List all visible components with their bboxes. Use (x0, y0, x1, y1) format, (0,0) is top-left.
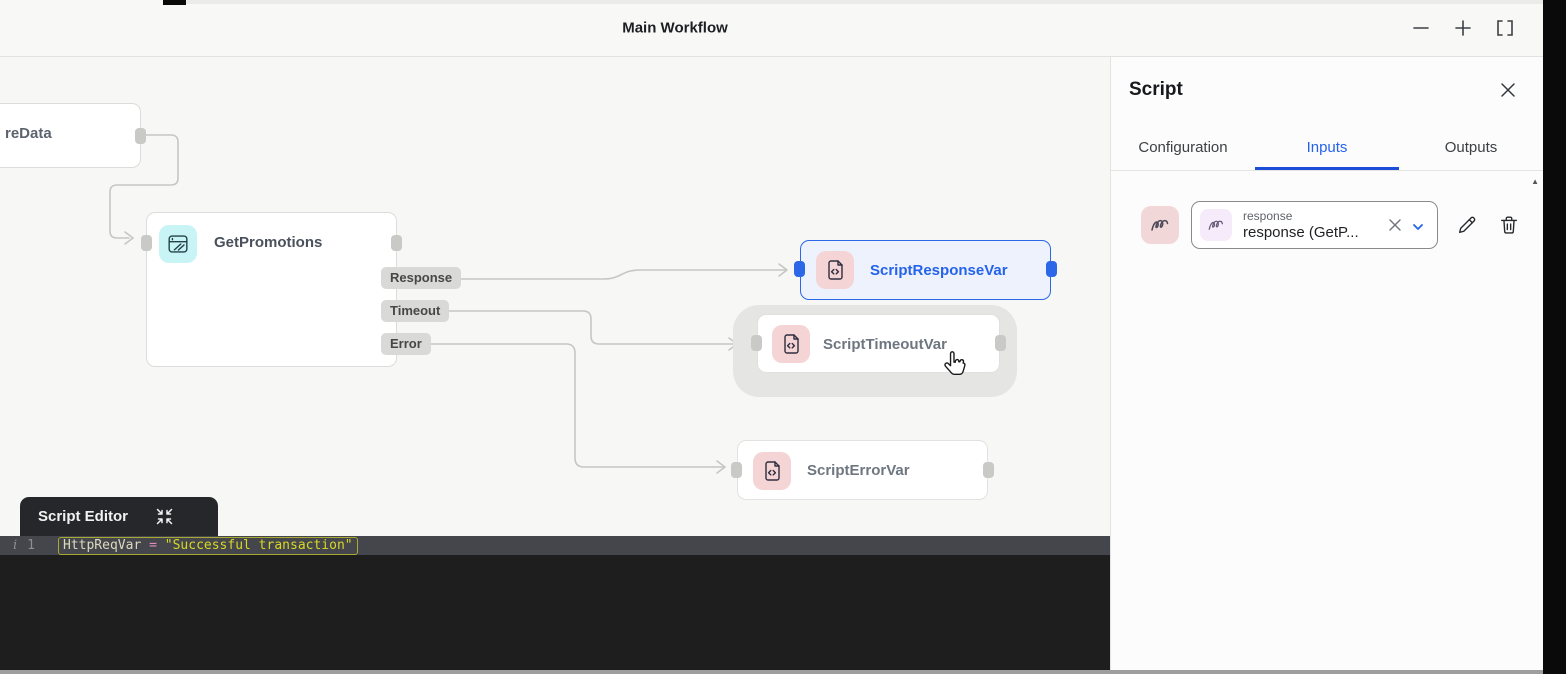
response-variable-select[interactable]: response response (GetP... (1191, 201, 1438, 249)
node-title: ScriptErrorVar (807, 462, 910, 479)
code-variable: HttpReqVar (63, 537, 142, 553)
output-pill-error[interactable]: Error (381, 333, 431, 355)
node-scripterrorvar[interactable]: ScriptErrorVar (731, 440, 994, 500)
output-pill-timeout[interactable]: Timeout (381, 300, 450, 322)
top-edge-artifact (163, 0, 186, 5)
titlebar: Main Workflow (0, 0, 1543, 57)
panel-title: Script (1129, 79, 1183, 100)
tab-inputs[interactable]: Inputs (1255, 127, 1399, 170)
code-file-icon (753, 452, 791, 490)
hand-cursor (941, 350, 967, 385)
output-port[interactable] (995, 335, 1006, 351)
clear-selection-button[interactable] (1387, 217, 1403, 233)
code-line[interactable]: i 1 HttpReqVar = "Successful transaction… (0, 536, 1110, 555)
node-title: GetPromotions (214, 234, 323, 251)
code-operator: = (141, 537, 165, 553)
input-port[interactable] (751, 335, 762, 351)
add-button[interactable] (1451, 16, 1475, 40)
close-panel-button[interactable] (1499, 81, 1517, 99)
select-field-label: response (1243, 208, 1293, 223)
fullscreen-icon (1497, 20, 1513, 36)
script-editor-body[interactable] (0, 555, 1110, 670)
panel-header: Script (1111, 57, 1543, 101)
window-title: Main Workflow (622, 19, 728, 37)
script-panel: Script Configuration Inputs Outputs ▲ (1110, 57, 1543, 670)
edit-input-button[interactable] (1456, 214, 1478, 236)
node-getpromotions[interactable]: GetPromotions (141, 212, 402, 367)
minimize-icon (1413, 27, 1429, 29)
script-editor-tab[interactable]: Script Editor (20, 497, 218, 536)
output-port[interactable] (391, 235, 402, 251)
code-file-icon (772, 325, 810, 363)
output-port[interactable] (1046, 261, 1057, 277)
select-value: response (GetP... (1243, 223, 1359, 241)
close-icon (1501, 83, 1515, 97)
clear-icon (1389, 219, 1401, 231)
node-title: ScriptTimeoutVar (823, 336, 947, 353)
plus-icon (1455, 20, 1471, 36)
fullscreen-button[interactable] (1493, 16, 1517, 40)
bottom-edge-strip (0, 670, 1543, 674)
select-texts: response response (GetP... (1243, 209, 1359, 242)
code-selection-box[interactable]: HttpReqVar = "Successful transaction" (58, 536, 358, 555)
input-port[interactable] (731, 462, 742, 478)
code-string: "Successful transaction" (164, 537, 353, 553)
node-redata[interactable]: reData (0, 103, 146, 168)
scribble-icon (1200, 209, 1232, 241)
input-port[interactable] (141, 235, 152, 251)
scrollbar-up-arrow[interactable]: ▲ (1531, 177, 1539, 186)
gutter-marker: i (13, 538, 18, 553)
trash-icon (1500, 216, 1518, 234)
http-request-icon (159, 225, 197, 263)
node-title: ScriptResponseVar (870, 262, 1008, 279)
window-controls (1409, 0, 1517, 56)
panel-tabs: Configuration Inputs Outputs (1111, 127, 1543, 171)
scribble-icon (1141, 206, 1179, 244)
top-edge-strip (186, 0, 1543, 4)
input-row: response response (GetP... (1141, 201, 1543, 249)
line-number: 1 (27, 538, 35, 553)
output-pill-response[interactable]: Response (381, 267, 462, 289)
tab-configuration[interactable]: Configuration (1138, 139, 1228, 156)
tab-outputs[interactable]: Outputs (1444, 139, 1498, 156)
output-port[interactable] (983, 462, 994, 478)
minimize-button[interactable] (1409, 16, 1433, 40)
code-file-icon (816, 251, 854, 289)
output-port[interactable] (135, 128, 146, 144)
pencil-icon (1458, 216, 1476, 234)
delete-input-button[interactable] (1498, 214, 1520, 236)
input-port[interactable] (794, 261, 805, 277)
chevron-down-icon[interactable] (1411, 220, 1425, 234)
collapse-icon[interactable] (156, 508, 173, 525)
script-editor-title: Script Editor (38, 508, 129, 525)
node-scriptresponsevar[interactable]: ScriptResponseVar (794, 240, 1057, 300)
node-title: reData (5, 125, 52, 142)
